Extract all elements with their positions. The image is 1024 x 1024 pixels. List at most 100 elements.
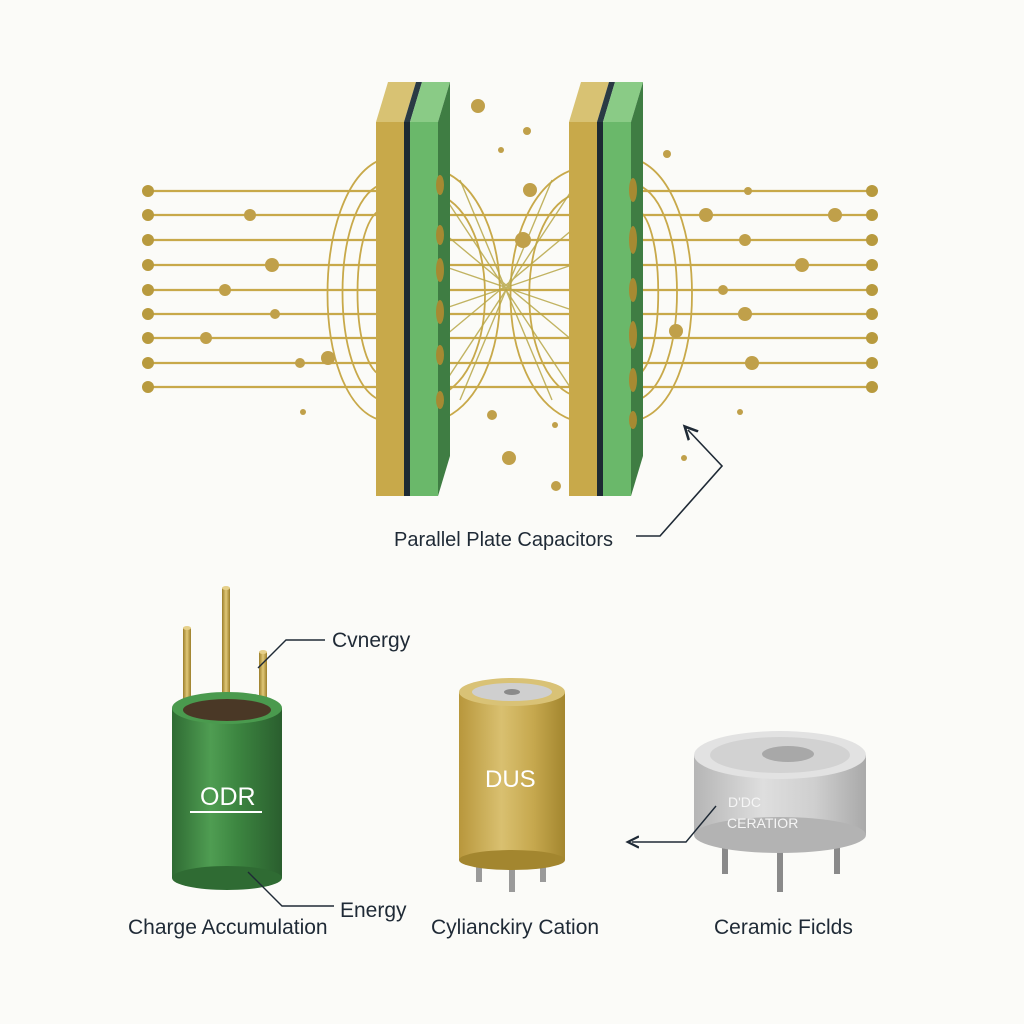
pin [777,848,783,892]
particle [663,150,671,158]
charge-mark [629,321,637,349]
gold-cylindrical-capacitor [459,678,565,892]
energy-pointer-line [247,871,334,907]
wire-terminal [866,381,878,393]
wire-terminal [866,234,878,246]
particle [744,187,752,195]
ceramic-pointer-arrow [632,805,717,842]
cap-body [459,692,565,860]
ceramic-disc-capacitor [694,731,866,892]
cap-body [172,708,282,878]
field-arcs [326,159,693,421]
wire-terminal [142,332,154,344]
gold-plate-top [376,82,416,122]
wire-terminal [142,259,154,271]
field-arc [356,209,381,376]
plate-gap [404,122,410,496]
field-arc [637,184,678,401]
particle [270,309,280,319]
green-cap-marking: ODR [200,783,256,811]
plate-charges [436,175,637,429]
particle [300,409,306,415]
pin [834,844,840,874]
particle [669,324,683,338]
green-electrolytic-capacitor [172,586,282,890]
field-arc [439,169,501,421]
wire-terminal [142,234,154,246]
pin [222,588,230,706]
green-plate-top [603,82,643,122]
particle [737,409,743,415]
charge-accumulation-label: Charge Accumulation [128,916,328,939]
pin [183,628,191,708]
pin [476,858,482,882]
charge-mark [436,258,444,282]
ceramic-cap-marking-line2: CERATIOR [727,815,799,831]
parallel-plate-capacitors-label: Parallel Plate Capacitors [394,529,613,551]
particle [718,285,728,295]
wire-terminal [866,308,878,320]
charge-particles [200,99,842,491]
cross-line [459,179,553,401]
green-plate-top [410,82,450,122]
gold-plate-top [569,82,609,122]
wire-terminal [866,185,878,197]
particle [295,358,305,368]
particle [471,99,485,113]
wire-terminal [866,209,878,221]
particle [502,451,516,465]
plate-gap [597,122,603,496]
gold-plate [376,122,404,496]
particle [745,356,759,370]
pin [509,858,515,892]
ceramic-fields-label: Ceramic Ficlds [714,916,853,939]
field-arc [326,159,381,421]
cvnergy-pointer-line [257,639,325,669]
energy-label: Energy [340,899,407,922]
parallel-pointer-arrow [636,430,724,537]
green-plate-side [438,82,450,496]
ceramic-cap-marking-line1: D'DC [728,794,762,810]
pin [540,858,546,882]
gold-cap-marking: DUS [485,766,536,793]
particle [200,332,212,344]
pin [722,844,728,874]
particle [738,307,752,321]
wire-terminal [866,259,878,271]
particle [699,208,713,222]
particle [523,183,537,197]
charge-mark [436,300,444,324]
wire-terminal [142,185,154,197]
green-plate [603,122,631,496]
charge-mark [629,278,637,302]
field-arc [509,169,573,421]
particle [487,410,497,420]
cross-line [439,229,573,341]
field-arc [528,194,573,396]
particle [321,351,335,365]
wire-terminal [866,357,878,369]
particle [739,234,751,246]
charge-mark [436,175,444,195]
wire-terminal [142,308,154,320]
wire-terminal [142,209,154,221]
charge-mark [629,411,637,429]
cross-line [439,264,573,311]
cap-bottom [694,817,866,853]
wire-terminal [866,284,878,296]
charge-mark [629,368,637,392]
wire-terminal [142,357,154,369]
charge-mark [436,391,444,409]
particle [795,258,809,272]
wire-terminal [142,284,154,296]
particle [515,232,531,248]
charge-mark [436,345,444,365]
charge-mark [629,226,637,254]
field-arc [637,209,660,376]
cap-bottom [459,850,565,870]
field-arc [637,159,693,421]
particle [244,209,256,221]
wire-terminal [866,332,878,344]
plate-pair-left [376,82,450,496]
